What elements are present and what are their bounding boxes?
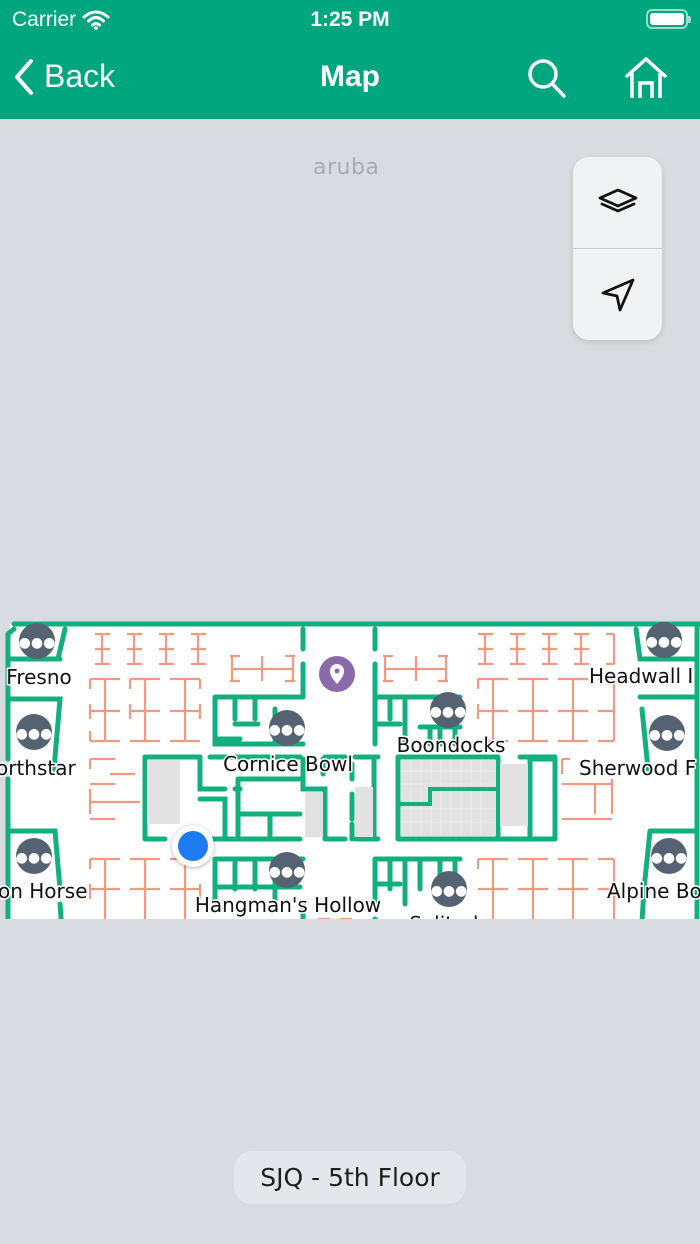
- people-icon[interactable]: ●●●: [431, 871, 468, 907]
- location-arrow-icon: [601, 278, 634, 311]
- navigation-bar: Back Map: [0, 40, 700, 119]
- map-view[interactable]: aruba: [0, 119, 700, 1244]
- svg-text:●●●: ●●●: [649, 727, 686, 743]
- controls-divider: [573, 248, 662, 249]
- floor-selector[interactable]: SJQ - 5th Floor: [234, 1151, 466, 1204]
- people-icon[interactable]: ●●●: [19, 623, 56, 659]
- people-icon[interactable]: ●●●: [651, 838, 688, 874]
- search-icon: [528, 59, 566, 98]
- battery-icon: [646, 9, 691, 29]
- room-label[interactable]: Headwall I: [588, 663, 695, 690]
- layers-button[interactable]: [573, 157, 662, 248]
- header-bar: Carrier 1:25 PM Back Map: [0, 0, 700, 119]
- room-label[interactable]: Boondocks: [395, 732, 507, 759]
- clock: 1:25 PM: [310, 8, 390, 31]
- room-label[interactable]: on Horse: [0, 878, 89, 905]
- room-label[interactable]: Sherwood F: [578, 755, 698, 782]
- people-icon[interactable]: ●●●: [269, 852, 306, 888]
- room-label[interactable]: Solitude: [408, 911, 493, 920]
- back-label: Back: [44, 58, 116, 94]
- people-icon[interactable]: ●●●: [269, 710, 306, 746]
- room-label[interactable]: Fresno: [5, 664, 73, 691]
- svg-text:●●●: ●●●: [431, 883, 468, 899]
- room-label[interactable]: Cornice Bowl: [222, 751, 355, 778]
- home-icon: [625, 57, 667, 98]
- people-icon[interactable]: ●●●: [649, 715, 686, 751]
- meeting-room-pins[interactable]: ●●● ●●● ●●● ●●● ●●● ●●● ●●● ●●● ●●● ●●● …: [16, 622, 688, 919]
- wifi-icon: [82, 10, 110, 30]
- room-label[interactable]: orthstar: [0, 755, 78, 782]
- svg-text:●●●: ●●●: [651, 850, 688, 866]
- svg-text:●●●: ●●●: [19, 635, 56, 651]
- user-location-dot: [172, 825, 214, 867]
- aruba-logo: aruba: [313, 155, 380, 180]
- svg-text:●●●: ●●●: [269, 722, 306, 738]
- room-label[interactable]: Hangman's Hollow: [193, 892, 382, 919]
- svg-text:●●●: ●●●: [269, 864, 306, 880]
- map-pin-icon: [330, 664, 344, 684]
- layers-icon: [598, 188, 637, 212]
- map-controls: [573, 157, 662, 340]
- people-icon[interactable]: ●●●: [16, 838, 53, 874]
- search-button[interactable]: [524, 56, 568, 100]
- room-label[interactable]: Alpine Bo: [606, 878, 700, 905]
- people-icon[interactable]: ●●●: [646, 622, 683, 658]
- chevron-left-icon: [15, 58, 33, 95]
- people-icon[interactable]: ●●●: [430, 692, 467, 728]
- home-button[interactable]: [624, 56, 668, 100]
- poi-pin[interactable]: [319, 656, 355, 692]
- carrier-label: Carrier: [12, 8, 77, 31]
- svg-text:●●●: ●●●: [16, 850, 53, 866]
- carrier-indicator: Carrier: [12, 8, 110, 32]
- svg-text:●●●: ●●●: [16, 726, 53, 742]
- status-bar: Carrier 1:25 PM: [0, 0, 700, 40]
- svg-text:●●●: ●●●: [646, 634, 683, 650]
- people-icon[interactable]: ●●●: [16, 714, 53, 750]
- floor-plan[interactable]: ●●● ●●● ●●● ●●● ●●● ●●● ●●● ●●● ●●● ●●● …: [0, 499, 700, 919]
- back-button[interactable]: Back: [14, 58, 115, 95]
- svg-text:●●●: ●●●: [430, 704, 467, 720]
- page-title: Map: [320, 60, 380, 93]
- locate-me-button[interactable]: [573, 249, 662, 340]
